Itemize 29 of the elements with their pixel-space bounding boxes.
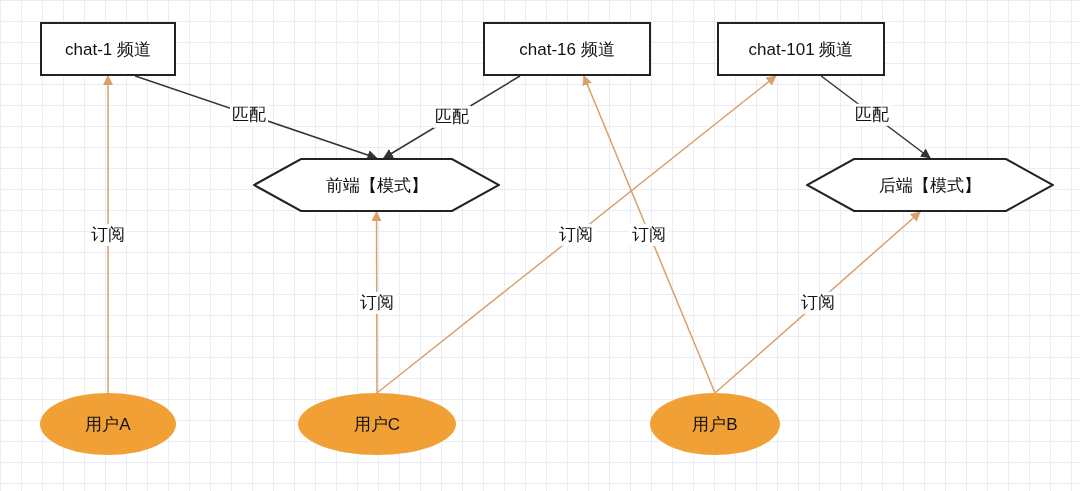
- mode-hexagon: [806, 158, 1054, 212]
- user-ellipse: [298, 393, 456, 455]
- node-label: chat-101 频道: [748, 38, 854, 61]
- arrow: [714, 211, 921, 394]
- node-label: 用户C: [353, 413, 401, 436]
- node-label: 用户B: [692, 413, 738, 436]
- arrow: [582, 75, 716, 394]
- mode-hexagon: [253, 158, 500, 212]
- node-label: 后端【模式】: [879, 174, 981, 197]
- user-ellipse: [40, 393, 176, 455]
- edge-label: 匹配: [853, 103, 892, 126]
- arrow: [371, 211, 382, 394]
- arrow: [103, 75, 113, 394]
- edge-label: 匹配: [229, 103, 268, 126]
- edge-label: 订阅: [557, 223, 596, 246]
- node-label: 用户A: [85, 413, 131, 436]
- channel-box: [40, 22, 176, 76]
- user-ellipse: [650, 393, 780, 455]
- edge-label: 订阅: [89, 223, 127, 246]
- node-label: chat-1 频道: [65, 38, 151, 61]
- node-label: 前端【模式】: [325, 174, 428, 197]
- edge-label: 订阅: [357, 291, 396, 314]
- channel-box: [717, 22, 885, 76]
- arrow: [376, 75, 777, 394]
- channel-box: [483, 22, 651, 76]
- node-label: chat-16 频道: [519, 38, 615, 61]
- edge-label: 匹配: [432, 105, 471, 129]
- edge-label: 订阅: [630, 223, 669, 246]
- edge-label: 订阅: [798, 291, 837, 314]
